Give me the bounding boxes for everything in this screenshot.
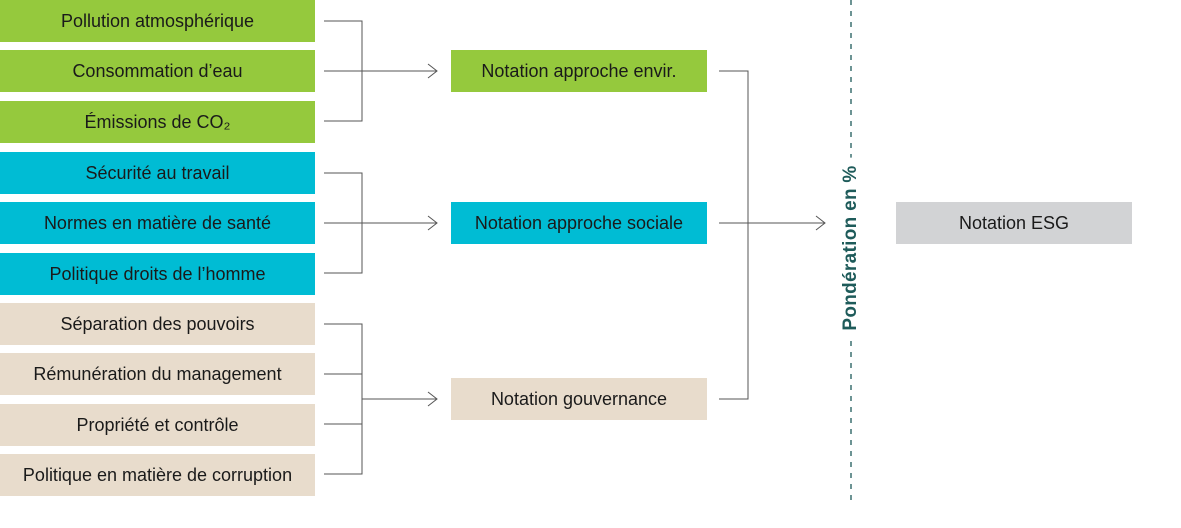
input-pollution: Pollution atmosphérique bbox=[0, 0, 315, 42]
arrowhead-governance bbox=[427, 391, 438, 407]
input-separation-of-powers: Séparation des pouvoirs bbox=[0, 303, 315, 345]
input-human-rights: Politique droits de l’homme bbox=[0, 253, 315, 295]
arrowhead-environment bbox=[427, 63, 438, 79]
input-work-safety: Sécurité au travail bbox=[0, 152, 315, 194]
result-esg-rating: Notation ESG bbox=[896, 202, 1132, 244]
input-ownership-control: Propriété et contrôle bbox=[0, 404, 315, 446]
arrowhead-ratings bbox=[815, 215, 826, 231]
input-corruption-policy: Politique en matière de corruption bbox=[0, 454, 315, 496]
input-management-compensation: Rémunération du management bbox=[0, 353, 315, 395]
rating-governance: Notation gouvernance bbox=[451, 378, 707, 420]
bracket-governance bbox=[324, 323, 363, 475]
input-health-standards: Normes en matière de santé bbox=[0, 202, 315, 244]
input-water-consumption: Consommation d’eau bbox=[0, 50, 315, 92]
arrowhead-social bbox=[427, 215, 438, 231]
rating-social: Notation approche sociale bbox=[451, 202, 707, 244]
bracket-ratings bbox=[719, 70, 749, 400]
weighting-label: Pondération en % bbox=[840, 157, 862, 339]
input-co2-emissions: Émissions de CO₂ bbox=[0, 101, 315, 143]
rating-environment: Notation approche envir. bbox=[451, 50, 707, 92]
